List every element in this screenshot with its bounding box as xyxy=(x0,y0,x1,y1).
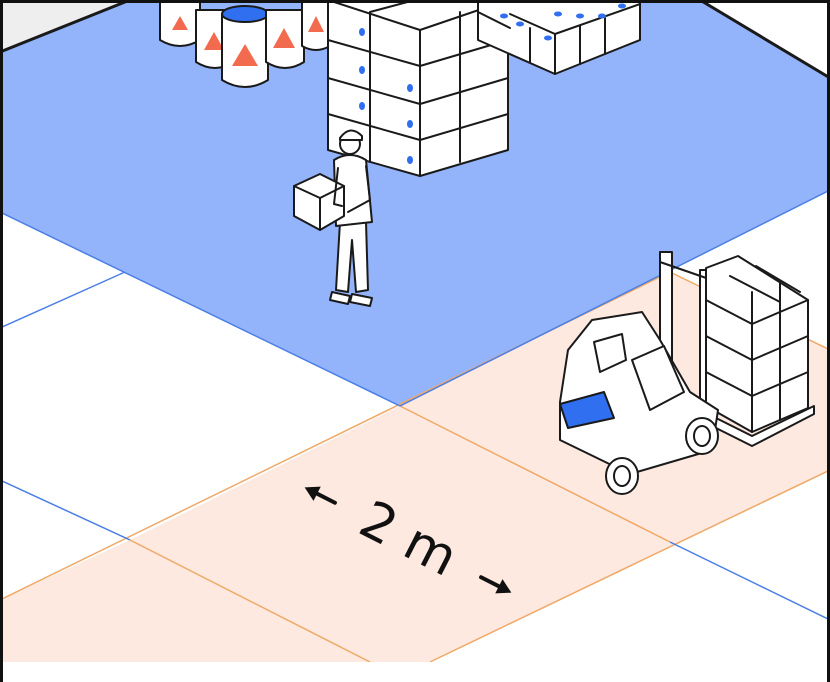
flammable-barrel-icon xyxy=(302,0,330,50)
flammable-barrel-icon xyxy=(160,0,200,46)
bottom-margin xyxy=(0,662,830,682)
flammable-barrel-icon xyxy=(222,6,268,87)
flammable-barrel-icon xyxy=(266,10,304,68)
